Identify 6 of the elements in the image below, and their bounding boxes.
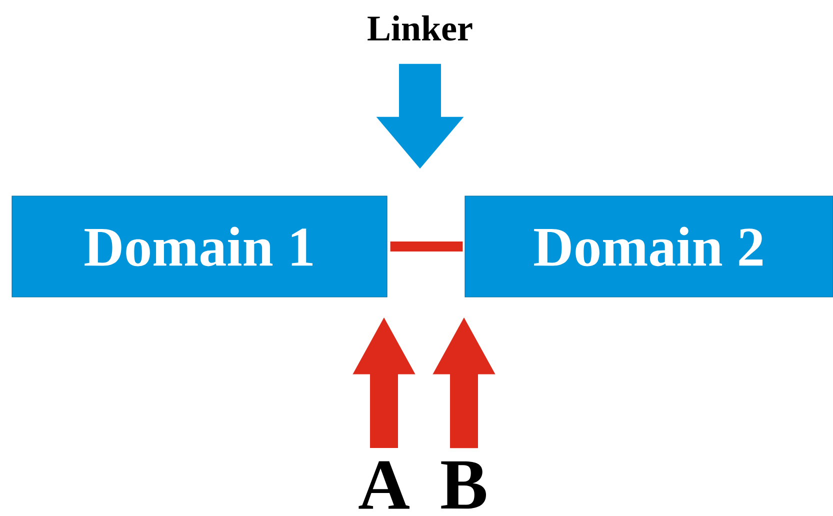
site-letter: A — [358, 461, 410, 509]
domain-box: Domain 2 — [464, 196, 833, 298]
site-letter: B — [441, 461, 486, 509]
domain-box: Domain 1 — [12, 196, 388, 298]
linker-line — [390, 242, 463, 252]
linker-label: Linker — [368, 15, 472, 41]
